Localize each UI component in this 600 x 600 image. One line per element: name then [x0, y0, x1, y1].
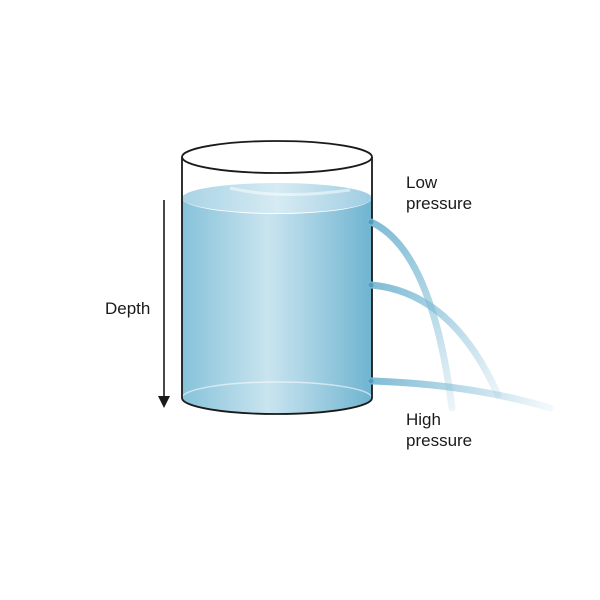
stream-high-pressure — [367, 377, 554, 412]
high-pressure-label: High pressure — [406, 409, 472, 451]
low-pressure-line2: pressure — [406, 194, 473, 213]
depth-label: Depth — [105, 299, 151, 318]
stream-low-pressure — [367, 218, 456, 412]
depth-arrow-head — [158, 396, 170, 408]
container-bottom-back — [181, 381, 373, 399]
high-pressure-line2: pressure — [406, 431, 473, 450]
water-body — [182, 198, 372, 414]
container-bottom-front — [181, 397, 373, 415]
high-pressure-line1: High — [406, 410, 441, 429]
surface-highlight — [229, 186, 351, 197]
low-pressure-label: Low pressure — [406, 172, 472, 214]
hole-middle — [368, 282, 374, 288]
container-rim — [181, 140, 373, 174]
water-surface — [182, 183, 372, 213]
hole-top — [368, 219, 374, 225]
low-pressure-line1: Low — [406, 173, 438, 192]
hole-bottom — [368, 378, 374, 384]
stream-mid-pressure — [367, 281, 502, 399]
